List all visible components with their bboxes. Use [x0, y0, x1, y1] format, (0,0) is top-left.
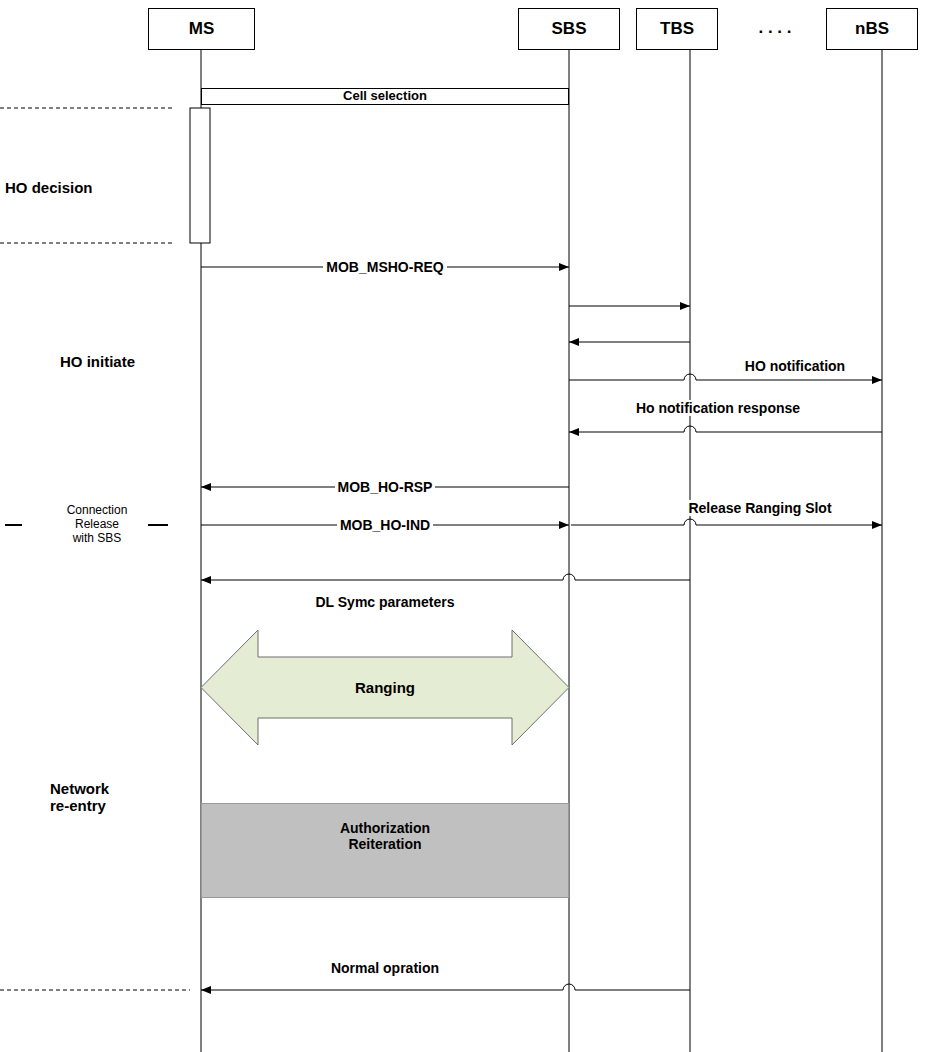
message-label: DL Symc parameters — [315, 594, 454, 610]
message-label: Ho notification response — [633, 400, 803, 416]
lifeline — [882, 50, 883, 1052]
phase-label: HO initiate — [60, 353, 135, 370]
phase-label: HO decision — [5, 179, 93, 196]
phase-bar: Cell selection — [201, 88, 569, 105]
dash-mark — [5, 524, 22, 526]
dashed-marker — [0, 243, 175, 244]
message-arrow — [201, 574, 690, 580]
message-label: MOB_HO-IND — [337, 517, 433, 533]
message-arrow — [569, 342, 690, 343]
participant-box: SBS — [518, 8, 620, 50]
double-arrow-fill — [201, 630, 569, 745]
phase-label: Network re-entry — [50, 780, 130, 815]
message-label: Normal opration — [331, 960, 439, 976]
dashed-marker — [0, 990, 190, 991]
box-text: Ranging — [355, 679, 415, 696]
message-arrow — [571, 519, 882, 525]
process-box: Authorization Reiteration — [201, 803, 569, 898]
message-arrow — [569, 306, 690, 307]
dash-mark — [148, 524, 168, 526]
box-text: MS — [189, 19, 215, 39]
message-label: Release Ranging Slot — [685, 500, 834, 516]
participant-box: MS — [148, 8, 255, 50]
box-text: SBS — [552, 19, 587, 39]
lifeline — [690, 50, 691, 1052]
message-label: MOB_HO-RSP — [335, 479, 436, 495]
ellipsis-text: . . . . — [758, 18, 791, 38]
box-text: Cell selection — [343, 89, 427, 104]
message-arrow — [569, 374, 882, 380]
message-label: MOB_MSHO-REQ — [323, 259, 446, 275]
box-text: nBS — [855, 19, 889, 39]
lifeline — [569, 50, 570, 1052]
box-text: TBS — [660, 19, 694, 39]
note-label: Connection Release with SBS — [64, 504, 130, 545]
dashed-marker — [0, 108, 175, 109]
double-arrow-shape: Ranging — [201, 630, 569, 745]
participant-box: TBS — [636, 8, 718, 50]
message-arrow — [569, 426, 882, 432]
message-label: HO notification — [745, 358, 845, 374]
message-arrow — [201, 984, 690, 990]
box-text: Authorization Reiteration — [330, 820, 440, 852]
participant-box: nBS — [826, 8, 918, 50]
activation-bar — [190, 108, 210, 243]
